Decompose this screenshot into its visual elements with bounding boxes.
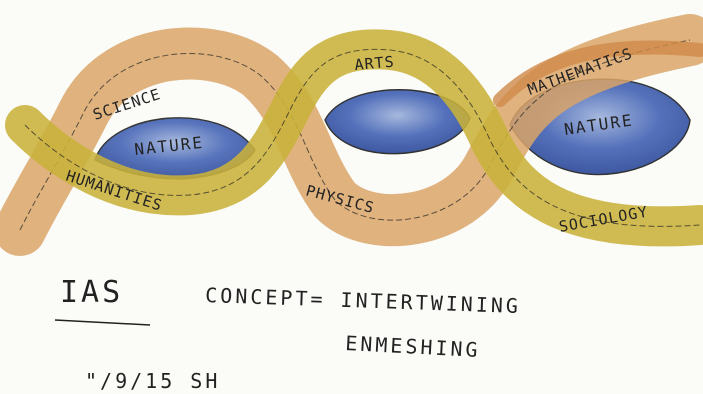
note-concept: CONCEPT= INTERTWINING bbox=[205, 283, 522, 318]
label-arts: ARTS bbox=[354, 53, 396, 74]
title-underline bbox=[55, 320, 150, 325]
note-concept-2: ENMESHING bbox=[345, 331, 481, 362]
note-title: IAS bbox=[60, 275, 123, 310]
note-date: "/9/15 SH bbox=[85, 369, 220, 393]
